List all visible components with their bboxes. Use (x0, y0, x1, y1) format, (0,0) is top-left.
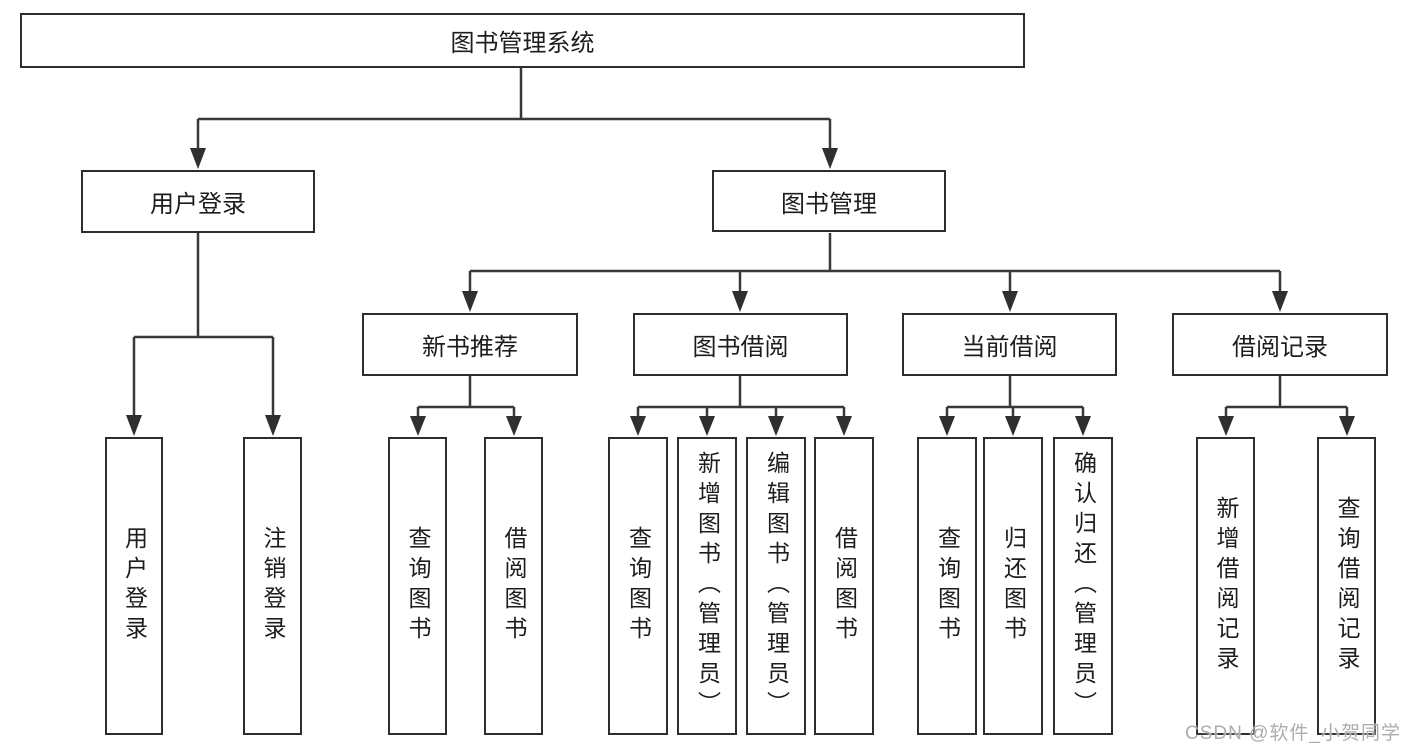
leaf-query-books-borrowing-label: 查询图书 (625, 526, 652, 646)
leaf-query-books-recommend-label: 查询图书 (405, 526, 431, 646)
leaf-query-books-borrowing: 查询图书 (608, 437, 668, 735)
connector-borrowing-records-to-leaves (1218, 376, 1355, 436)
leaf-confirm-return-admin: 确认归还（管理员） (1053, 437, 1113, 735)
leaf-user-login: 用户登录 (105, 437, 163, 735)
leaf-borrow-books: 借阅图书 (814, 437, 874, 735)
connector-root-to-level2 (190, 68, 838, 169)
leaf-add-books-admin: 新增图书（管理员） (677, 437, 737, 735)
connector-new-book-recommend-to-leaves (410, 376, 522, 436)
node-borrowing-records: 借阅记录 (1172, 313, 1388, 376)
node-book-management: 图书管理 (712, 170, 946, 232)
node-new-book-recommend: 新书推荐 (362, 313, 578, 376)
leaf-user-login-label: 用户登录 (121, 526, 148, 646)
node-borrowing-records-label: 借阅记录 (1232, 334, 1328, 361)
leaf-add-borrow-record-label: 新增借阅记录 (1213, 496, 1239, 676)
leaf-query-borrow-record: 查询借阅记录 (1317, 437, 1376, 735)
leaf-borrow-books-label: 借阅图书 (831, 526, 858, 646)
leaf-edit-books-admin: 编辑图书（管理员） (746, 437, 806, 735)
csdn-watermark: CSDN @软件_小贺同学 (1185, 723, 1401, 744)
connector-book-management-to-level3 (462, 233, 1288, 312)
node-book-borrowing: 图书借阅 (633, 313, 848, 376)
leaf-logout: 注销登录 (243, 437, 302, 735)
leaf-return-books: 归还图书 (983, 437, 1043, 735)
node-user-login-label: 用户登录 (150, 191, 246, 218)
node-root-system: 图书管理系统 (20, 13, 1025, 68)
leaf-confirm-return-admin-label: 确认归还（管理员） (1070, 451, 1097, 721)
node-current-borrowing: 当前借阅 (902, 313, 1117, 376)
leaf-query-books-recommend: 查询图书 (388, 437, 447, 735)
leaf-query-books-current-label: 查询图书 (934, 526, 961, 646)
node-current-borrowing-label: 当前借阅 (961, 334, 1058, 361)
node-root-system-label: 图书管理系统 (450, 30, 595, 57)
leaf-return-books-label: 归还图书 (1000, 526, 1027, 646)
leaf-borrow-books-recommend: 借阅图书 (484, 437, 543, 735)
leaf-query-books-current: 查询图书 (917, 437, 977, 735)
node-user-login: 用户登录 (81, 170, 315, 233)
leaf-add-books-admin-label: 新增图书（管理员） (694, 451, 721, 721)
node-book-management-label: 图书管理 (781, 190, 877, 218)
leaf-edit-books-admin-label: 编辑图书（管理员） (763, 451, 790, 721)
connector-book-borrowing-to-leaves (630, 376, 852, 436)
connector-user-login-to-leaves (126, 233, 281, 436)
leaf-add-borrow-record: 新增借阅记录 (1196, 437, 1255, 735)
node-new-book-recommend-label: 新书推荐 (422, 334, 518, 361)
node-book-borrowing-label: 图书借阅 (692, 334, 789, 361)
leaf-query-borrow-record-label: 查询借阅记录 (1334, 496, 1360, 676)
leaf-logout-label: 注销登录 (260, 526, 286, 646)
leaf-borrow-books-recommend-label: 借阅图书 (501, 526, 527, 646)
connector-current-borrowing-to-leaves (939, 376, 1091, 436)
